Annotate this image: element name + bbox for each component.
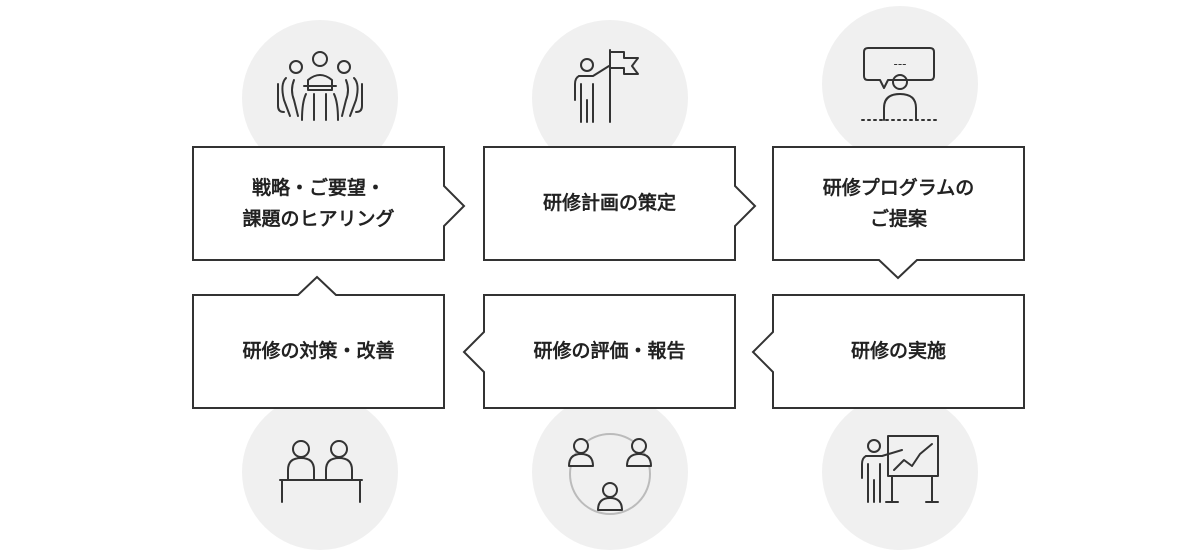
step-2-label: 研修計画の策定 [542,192,676,215]
step-4-label: 研修の実施 [850,340,946,363]
svg-text:---: --- [894,57,907,71]
step-3-label: 研修プログラムの ご提案 [822,177,975,230]
meeting-table-icon [277,51,363,121]
step-6-label: 研修の対策・改善 [242,340,395,363]
step-5-label: 研修の評価・報告 [533,340,686,363]
people-circle-icon [568,433,652,515]
person-with-flag-icon [574,49,639,123]
step-5-icon-circle [532,394,688,550]
step-3-box [772,146,1025,280]
presenter-with-speech-bubble-icon: --- [861,47,939,121]
step-3-icon-circle: --- [822,6,978,162]
presentation-board-icon [861,435,939,503]
step-4-box [751,294,1025,409]
step-6-icon-circle [242,394,398,550]
two-people-at-desk-icon [279,440,363,503]
step-6-box [192,275,445,409]
step-1-box [192,146,466,261]
step-5-box [462,294,736,409]
step-2-box [483,146,757,261]
step-4-icon-circle [822,394,978,550]
step-1-label: 戦略・ご要望・ 課題のヒアリング [242,177,395,230]
